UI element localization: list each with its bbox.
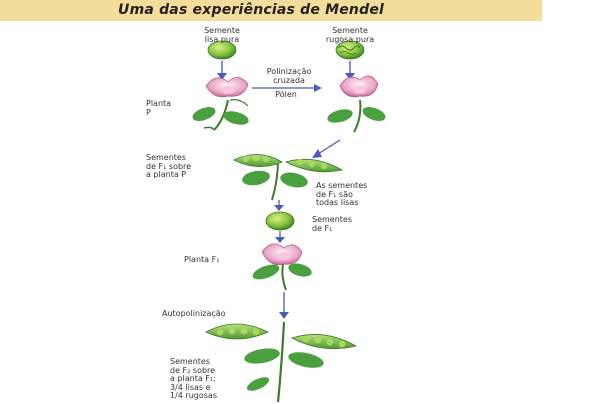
label-line: Polinização bbox=[266, 67, 312, 76]
pea-pod-icon bbox=[284, 158, 344, 173]
parent-plant-left bbox=[192, 99, 249, 131]
pea-pod-icon bbox=[233, 154, 283, 167]
pea-pod-icon bbox=[290, 334, 358, 350]
flower-icon bbox=[339, 75, 379, 98]
label-line: 3/4 lisas e bbox=[170, 382, 211, 392]
pea-pod-icon bbox=[205, 323, 269, 340]
down-arrow-icon bbox=[279, 292, 289, 319]
plant-p-label: Planta P bbox=[146, 99, 172, 117]
label-line: a planta F₁: bbox=[170, 374, 216, 383]
smooth-seed-label: Semente lisa pura bbox=[188, 26, 256, 44]
parent-plant-right bbox=[327, 99, 386, 133]
down-arrow-icon bbox=[217, 61, 227, 80]
label-line: cruzada bbox=[273, 75, 305, 85]
f1-all-smooth-label: As sementes de F₁ são todas lisas bbox=[316, 181, 368, 208]
label-line: Sementes bbox=[170, 357, 211, 366]
flower-icon bbox=[205, 77, 249, 98]
down-arrow-icon bbox=[345, 61, 355, 80]
label-line: Sementes bbox=[312, 215, 353, 224]
f1-plant bbox=[252, 259, 312, 291]
diagram-title: Uma das experiências de Mendel bbox=[118, 2, 385, 18]
label-line: de F₁ bbox=[312, 223, 333, 233]
label-line: Sementes bbox=[146, 153, 187, 162]
down-arrow-icon bbox=[275, 231, 285, 243]
label-line: lisa pura bbox=[204, 34, 240, 44]
f1-seeds-on-p-label: Sementes de F₁ sobre a planta P bbox=[146, 153, 192, 180]
down-arrow-icon bbox=[312, 139, 341, 158]
title-band bbox=[0, 0, 542, 21]
smooth-seed-icon bbox=[265, 211, 295, 231]
label-line: rugosa pura bbox=[325, 34, 375, 44]
label-line: de F₂ sobre bbox=[170, 365, 216, 375]
smooth-seed-icon bbox=[207, 40, 237, 60]
wrinkled-seed-label: Semente rugosa pura bbox=[310, 26, 390, 44]
cross-pollination-arrow bbox=[252, 84, 322, 92]
label-line: a planta P bbox=[146, 170, 187, 179]
self-pollination-label: Autopolinização bbox=[162, 309, 226, 318]
f1-pod-plant bbox=[233, 154, 344, 201]
label-line: de F₁ são bbox=[316, 189, 353, 199]
label-line: P bbox=[146, 107, 151, 117]
f2-pod-plant bbox=[205, 321, 358, 403]
label-line: de F₁ sobre bbox=[146, 161, 192, 171]
f1-seeds-label: Sementes de F₁ bbox=[312, 215, 353, 233]
label-line: Planta bbox=[146, 99, 172, 108]
cross-pollination-label: Polinização cruzada bbox=[252, 67, 326, 85]
wrinkled-seed-icon bbox=[335, 40, 365, 60]
plant-f1-label: Planta F₁ bbox=[184, 255, 220, 264]
down-arrow-icon bbox=[274, 200, 284, 211]
label-line: Semente bbox=[204, 26, 240, 35]
f2-seeds-label: Sementes de F₂ sobre a planta F₁: 3/4 li… bbox=[170, 357, 217, 401]
label-line: 1/4 rugosas bbox=[170, 391, 217, 400]
flower-icon bbox=[261, 243, 303, 266]
label-line: todas lisas bbox=[316, 198, 359, 207]
pollen-label: Pólen bbox=[275, 90, 297, 99]
label-line: As sementes bbox=[316, 181, 368, 190]
label-line: Semente bbox=[332, 26, 368, 35]
